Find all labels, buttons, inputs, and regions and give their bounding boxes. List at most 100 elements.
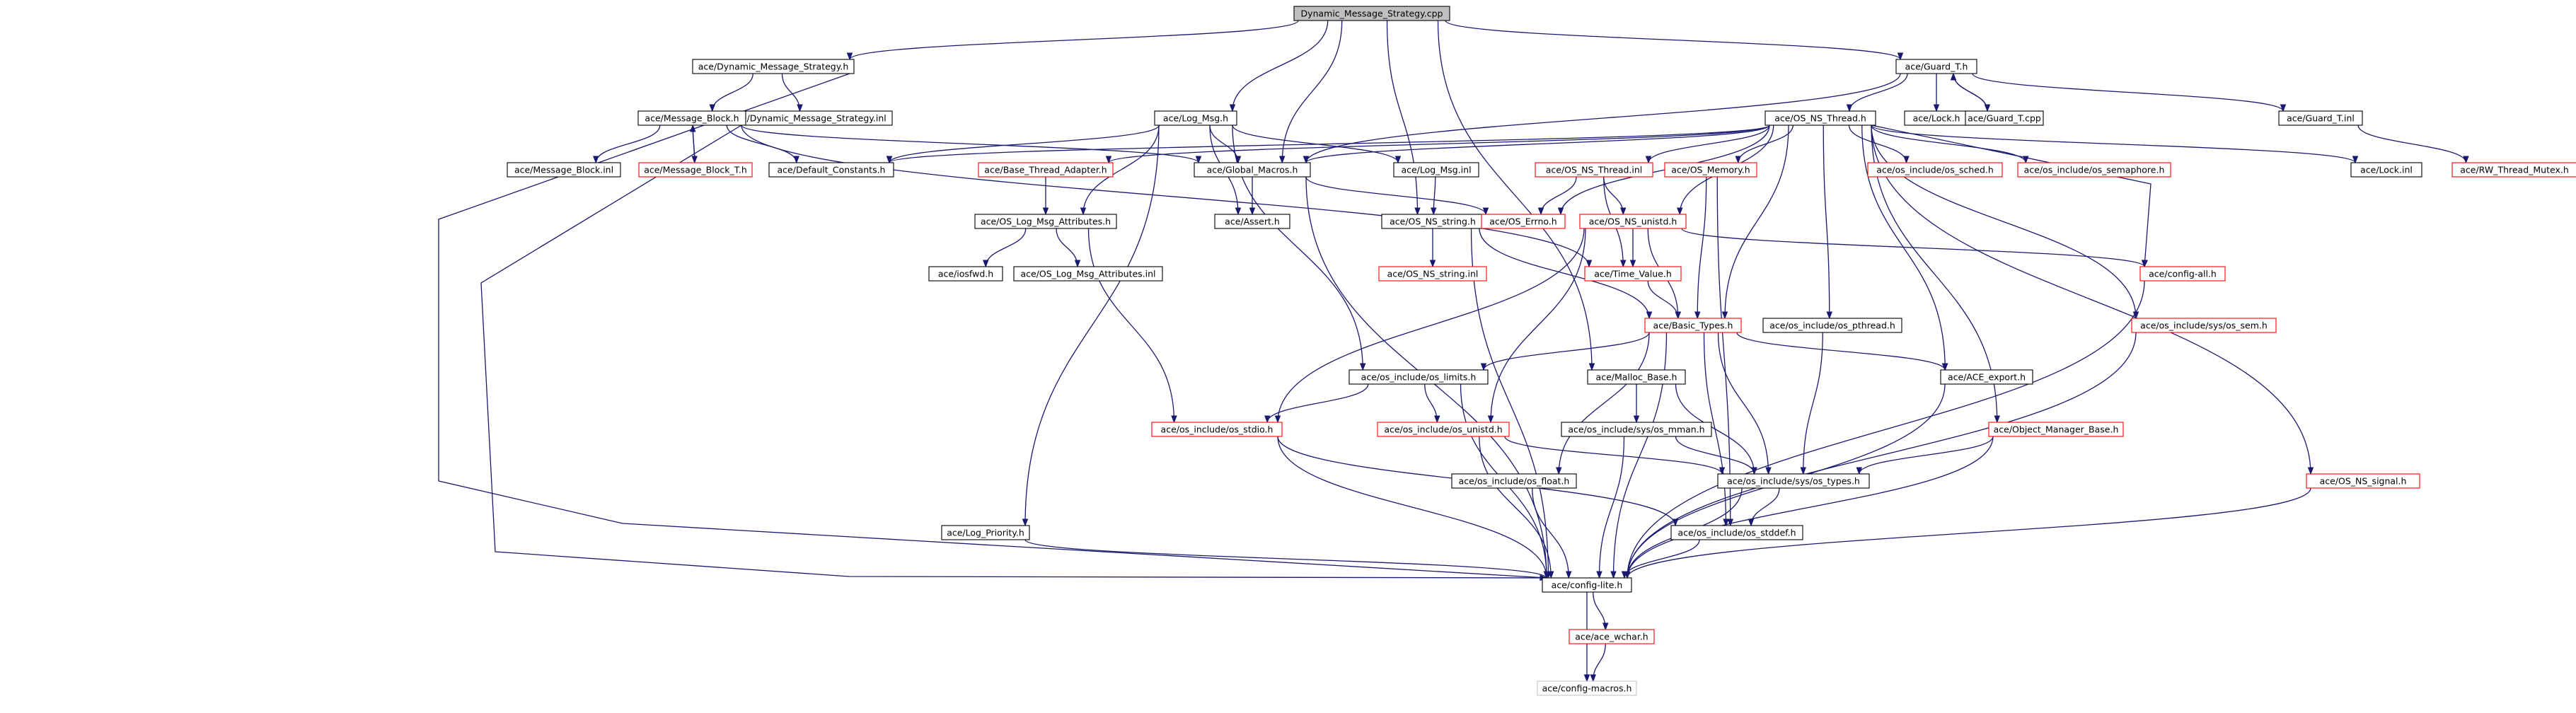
node-logmsginl[interactable]: ace/Log_Msg.inl <box>1393 162 1479 178</box>
node-mblockt[interactable]: ace/Message_Block_T.h <box>638 162 753 178</box>
node-aceexport[interactable]: ace/ACE_export.h <box>1940 369 2033 385</box>
edge-osnsthread-to-basictypes <box>1721 124 1789 320</box>
node-label: ace/OS_NS_Thread.h <box>1774 113 1866 124</box>
arrow-head <box>1719 467 1726 475</box>
node-mallocbase[interactable]: ace/Malloc_Base.h <box>1587 369 1686 385</box>
edge-logmsg-to-oslogattr <box>1080 124 1160 216</box>
node-mblock[interactable]: ace/Message_Block.h <box>637 110 746 126</box>
node-ossemaphore[interactable]: ace/os_include/os_semaphore.h <box>2017 162 2171 178</box>
arrow-head <box>1727 518 1733 527</box>
edge-line <box>741 124 1590 267</box>
edge-ospthread-to-systypes <box>1800 332 1823 475</box>
node-box <box>1393 162 1479 178</box>
edge-logmsg-to-oslimits <box>1232 124 1366 371</box>
node-iosfwd[interactable]: ace/iosfwd.h <box>928 266 1003 282</box>
edge-line <box>1871 124 2356 163</box>
edge-osnsthread-to-lockinl <box>1871 124 2359 164</box>
arrow-head <box>1195 156 1202 164</box>
node-label: ace/Message_Block.inl <box>514 165 613 175</box>
edge-line <box>480 124 1547 579</box>
node-osnsthread[interactable]: ace/OS_NS_Thread.h <box>1764 110 1876 126</box>
arrow-head <box>1537 207 1544 216</box>
node-logpriority[interactable]: ace/Log_Priority.h <box>941 525 1030 540</box>
edge-line <box>1627 280 2145 579</box>
node-oserrno[interactable]: ace/OS_Errno.h <box>1481 214 1566 229</box>
node-configall[interactable]: ace/config-all.h <box>2139 266 2226 282</box>
node-oslimits[interactable]: ace/os_include/os_limits.h <box>1348 369 1489 385</box>
node-label: ace/Assert.h <box>1225 216 1280 227</box>
arrow-head <box>2141 260 2148 268</box>
node-defconst[interactable]: ace/Default_Constants.h <box>768 162 894 178</box>
node-osnsthreadinl[interactable]: ace/OS_NS_Thread.inl <box>1535 162 1653 178</box>
edge-line <box>1736 332 1946 371</box>
node-osnsstringinl[interactable]: ace/OS_NS_string.inl <box>1378 266 1487 282</box>
node-oslogattrinl[interactable]: ace/OS_Log_Msg_Attributes.inl <box>1013 266 1163 282</box>
node-configmacros[interactable]: ace/config-macros.h <box>1537 680 1637 696</box>
node-label: ace/RW_Thread_Mutex.h <box>2460 165 2569 175</box>
arrow-head <box>1645 156 1652 164</box>
node-syssem[interactable]: ace/os_include/sys/os_sem.h <box>2131 318 2277 333</box>
node-box <box>637 110 746 126</box>
edge-line <box>1490 228 1586 423</box>
node-basictypes[interactable]: ace/Basic_Types.h <box>1644 318 1742 333</box>
node-osstddef[interactable]: ace/os_include/os_stddef.h <box>1670 525 1803 540</box>
node-lockh[interactable]: ace/Lock.h <box>1904 110 1969 126</box>
node-label: ace/OS_Log_Msg_Attributes.h <box>981 216 1111 227</box>
arrow-head <box>2463 156 2469 164</box>
edge-oslogattr-to-iosfwd <box>983 228 1027 268</box>
node-label: ace/iosfwd.h <box>938 269 993 279</box>
edge-logmsg-to-defconst <box>886 124 1160 164</box>
node-osnsstring[interactable]: ace/OS_NS_string.h <box>1381 214 1484 229</box>
arrow-head <box>1694 311 1701 320</box>
node-logmsg[interactable]: ace/Log_Msg.h <box>1154 110 1237 126</box>
node-bta[interactable]: ace/Base_Thread_Adapter.h <box>978 162 1114 178</box>
edge-bta-to-oslogattr <box>1042 177 1049 216</box>
node-lockinl[interactable]: ace/Lock.inl <box>2350 162 2422 178</box>
node-osnsunistd[interactable]: ace/OS_NS_unistd.h <box>1579 214 1687 229</box>
node-guardtinl[interactable]: ace/Guard_T.inl <box>2278 110 2363 126</box>
node-label: ace/os_include/os_pthread.h <box>1769 320 1895 331</box>
node-oslogattr[interactable]: ace/OS_Log_Msg_Attributes.h <box>974 214 1117 229</box>
arrow-head <box>1556 467 1562 475</box>
node-label: ace/Default_Constants.h <box>778 165 886 175</box>
node-configlite[interactable]: ace/config-lite.h <box>1542 577 1632 593</box>
node-rwmutex[interactable]: ace/RW_Thread_Mutex.h <box>2451 162 2576 178</box>
node-systypes[interactable]: ace/os_include/sys/os_types.h <box>1717 473 1870 489</box>
node-root[interactable]: Dynamic_Message_Strategy.cpp <box>1293 6 1450 21</box>
node-ossched[interactable]: ace/os_include/os_sched.h <box>1867 162 2003 178</box>
arrow-head <box>983 260 989 268</box>
node-timevalue[interactable]: ace/Time_Value.h <box>1584 266 1682 282</box>
node-label: ace/OS_NS_string.h <box>1390 216 1476 227</box>
edge-osnsthread-to-configall <box>1871 124 2152 268</box>
node-osunistd[interactable]: ace/os_include/os_unistd.h <box>1377 422 1510 437</box>
node-box <box>1764 110 1876 126</box>
node-box <box>1717 473 1870 489</box>
edge-mblockt-to-mblock <box>690 124 696 163</box>
node-label: ace/Log_Msg.h <box>1163 113 1228 124</box>
edge-osnsthread-to-ossched <box>1848 124 1910 164</box>
arrow-head <box>1557 207 1564 216</box>
edge-line <box>1386 20 1419 215</box>
edge-line <box>1305 176 1486 215</box>
node-osfloat[interactable]: ace/os_include/os_float.h <box>1451 473 1577 489</box>
node-dmsh[interactable]: ace/Dynamic_Message_Strategy.h <box>692 59 855 74</box>
node-globalmac[interactable]: ace/Global_Macros.h <box>1194 162 1311 178</box>
node-guardt[interactable]: ace/Guard_T.h <box>1895 59 1977 74</box>
edge-sysmman-to-systypes <box>1675 436 1757 475</box>
node-osmemory[interactable]: ace/OS_Memory.h <box>1664 162 1757 178</box>
node-sysmman[interactable]: ace/os_include/sys/os_mman.h <box>1561 422 1712 437</box>
node-box <box>1214 214 1290 229</box>
node-ospthread[interactable]: ace/os_include/os_pthread.h <box>1762 318 1902 333</box>
node-dmsinl[interactable]: ace/Dynamic_Message_Strategy.inl <box>724 110 893 126</box>
node-mblockinl[interactable]: ace/Message_Block.inl <box>507 162 621 178</box>
node-guardtcpp[interactable]: ace/Guard_T.cpp <box>1965 110 2044 126</box>
edge-osnsthread-to-osmemory <box>1735 124 1794 164</box>
node-assert[interactable]: ace/Assert.h <box>1214 214 1290 229</box>
node-osnssignal[interactable]: ace/OS_NS_signal.h <box>2306 473 2420 489</box>
node-objmgrbase[interactable]: ace/Object_Manager_Base.h <box>1988 422 2124 437</box>
edge-objmgrbase-to-configlite <box>1624 436 1994 579</box>
node-acewchar[interactable]: ace/ace_wchar.h <box>1569 629 1655 644</box>
arrow-head <box>1903 156 1910 164</box>
node-label: ace/Global_Macros.h <box>1207 165 1298 175</box>
node-osstdio[interactable]: ace/os_include/os_stdio.h <box>1151 422 1283 437</box>
